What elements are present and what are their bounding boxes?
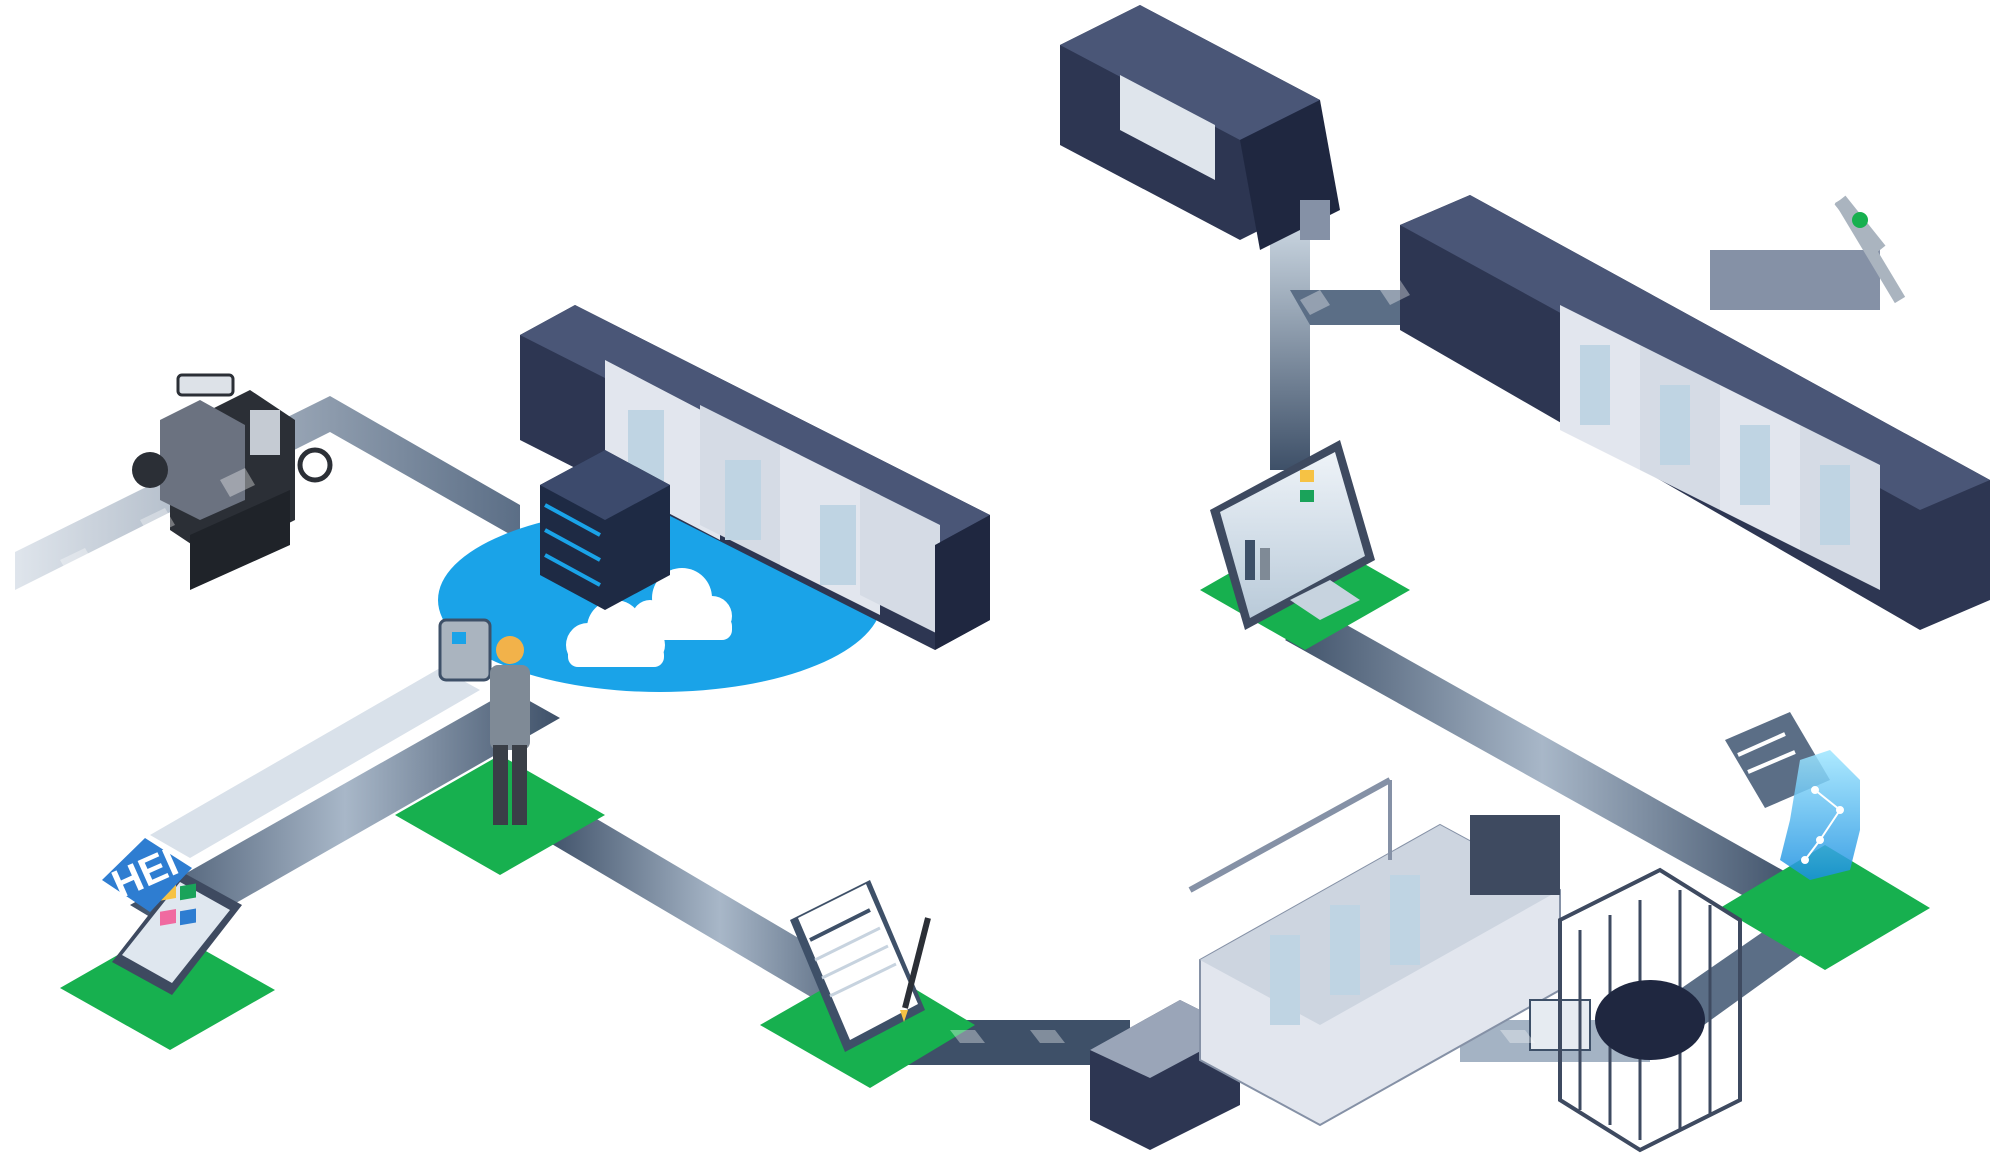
path-operator-to-contract <box>545 815 895 1020</box>
platform-aihand <box>1720 845 1930 970</box>
monitor-dashboard <box>1210 440 1375 630</box>
path-legacy-to-cloud <box>15 396 520 590</box>
path-monitor-to-aihand <box>1285 610 1800 905</box>
robot-cell <box>1529 867 1742 1153</box>
ai-hand <box>1725 712 1860 880</box>
cloud-icon-2 <box>632 568 732 640</box>
path-mobile-to-operator <box>130 690 560 935</box>
path-mobile-upper <box>150 668 480 858</box>
large-press-machine <box>1400 195 1990 630</box>
cloud-icon <box>566 600 665 667</box>
server-rack <box>540 450 670 610</box>
contract-clipboard <box>790 880 931 1052</box>
path-monitor-to-prepress <box>1270 225 1310 470</box>
prepress-machine <box>1060 5 1340 250</box>
pressline-machine <box>1090 777 1561 1150</box>
operator-person <box>438 618 530 825</box>
flow-chevrons <box>60 280 1535 1043</box>
legacy-press-machine <box>132 373 333 590</box>
path-branch-to-largepress <box>1290 290 1420 325</box>
cloud-press-machine <box>520 305 990 650</box>
